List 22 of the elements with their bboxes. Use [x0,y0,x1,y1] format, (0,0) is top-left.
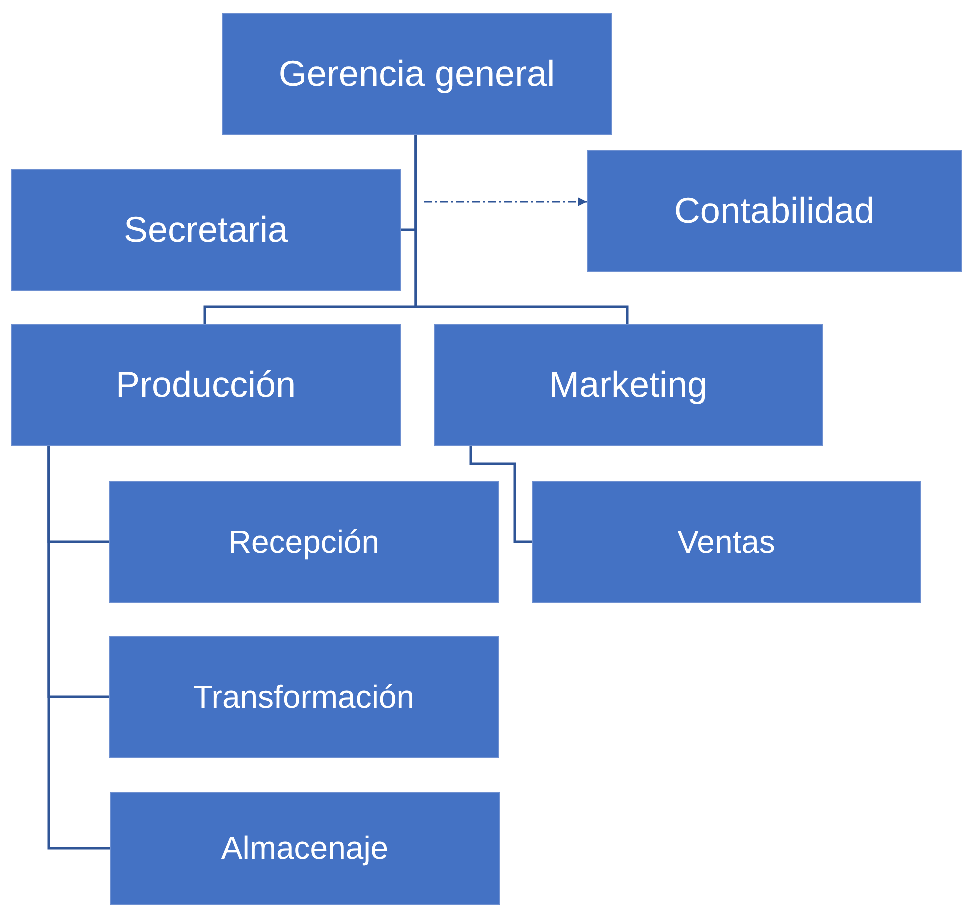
box-label: Gerencia general [278,53,556,95]
org-box [222,13,612,135]
org-box [11,169,401,291]
org-box [110,792,500,905]
connector-line [48,446,110,850]
connector-line [414,135,629,324]
box-label: Producción [116,364,296,406]
connector-line [470,446,532,544]
box-label: Marketing [549,364,708,406]
org-box [532,481,921,603]
org-box [587,150,962,272]
box-label: Recepción [228,524,380,560]
box-label: Secretaria [124,209,288,251]
box-label: Contabilidad [674,190,875,232]
box-label: Almacenaje [221,830,389,867]
org-box [434,324,823,446]
dashed-arrow [424,198,587,206]
box-label: Transformación [193,678,415,716]
org-box [11,324,401,446]
org-box [109,481,499,603]
box-label: Ventas [678,524,776,560]
org-box [109,636,499,758]
